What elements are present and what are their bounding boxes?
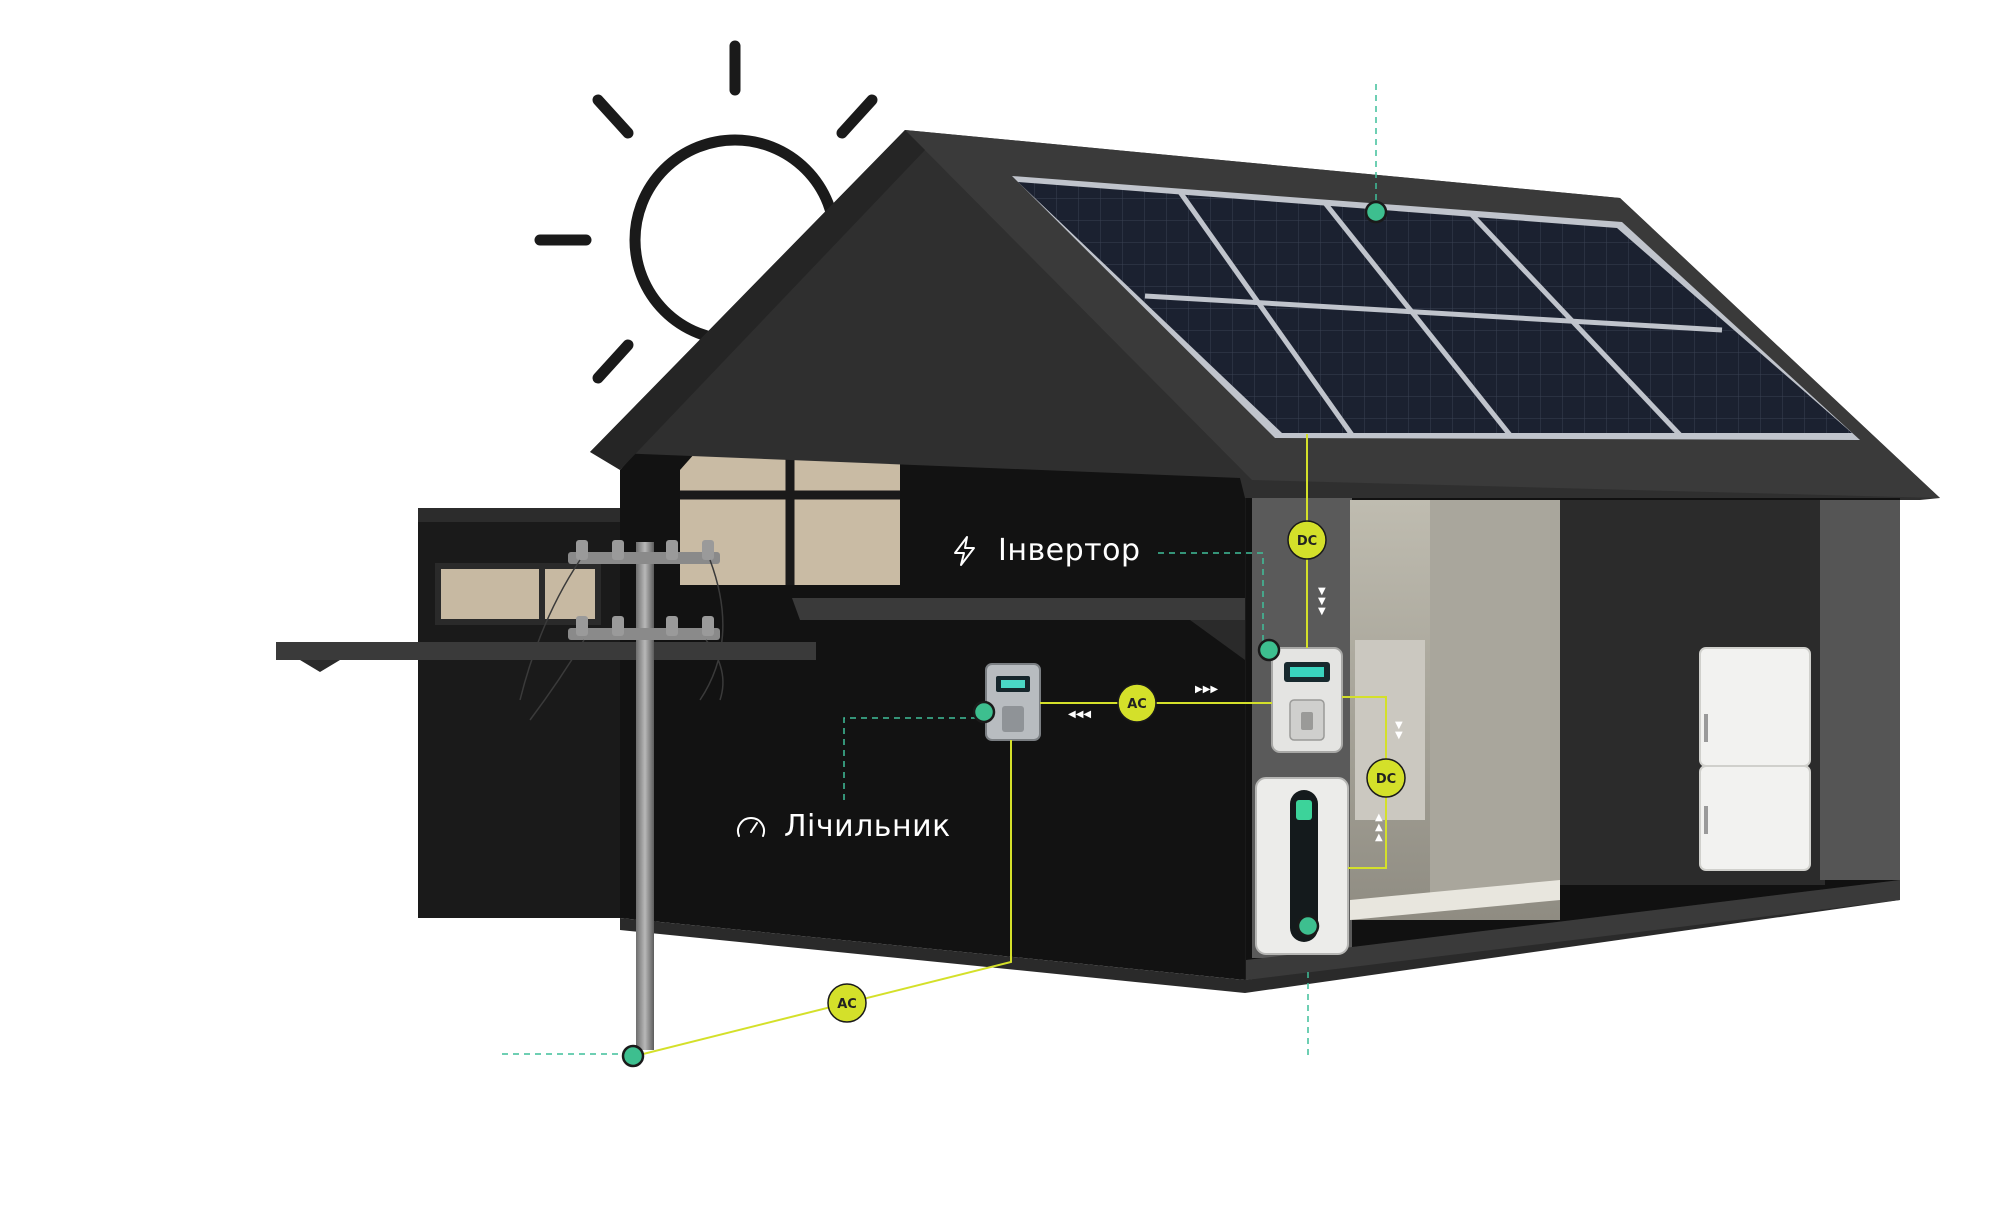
home-battery-device <box>1255 777 1349 955</box>
badge-ac-grid-meter: AC <box>827 983 867 1023</box>
house-interior <box>1246 498 1900 980</box>
svg-text:▼: ▼ <box>1318 596 1326 607</box>
meter-label: Лічильник <box>734 809 951 844</box>
inverter-label: Інвертор <box>948 533 1141 568</box>
badge-dc-panels: DC <box>1287 520 1327 560</box>
node-grid <box>621 1044 645 1068</box>
svg-text:▼: ▼ <box>1318 586 1326 597</box>
svg-text:DC: DC <box>1376 772 1396 787</box>
solar-panel-array <box>1012 176 1860 440</box>
utility-pole <box>519 540 724 1050</box>
svg-text:▶▶▶: ▶▶▶ <box>1195 684 1218 695</box>
gauge-icon <box>737 816 765 837</box>
lightning-icon <box>954 535 975 566</box>
svg-text:▼: ▼ <box>1318 606 1326 617</box>
meter-device <box>985 663 1041 741</box>
badge-dc-battery: DC <box>1366 758 1406 798</box>
svg-text:▲: ▲ <box>1375 812 1383 823</box>
badge-ac-meter-inverter: AC <box>1117 683 1157 723</box>
inverter-label-text: Інвертор <box>998 533 1141 568</box>
node-battery <box>1296 914 1320 938</box>
meter-label-text: Лічильник <box>784 809 951 844</box>
svg-text:AC: AC <box>837 997 857 1012</box>
svg-text:▲: ▲ <box>1375 822 1383 833</box>
inverter-device <box>1271 647 1343 753</box>
flow-arrows: ▼ ▼ ▼ ▶▶▶ ◀◀◀ ▼ ▼ ▲ ▲ ▲ <box>1068 586 1403 843</box>
node-inverter <box>1257 638 1281 662</box>
connection-nodes <box>621 200 1388 1068</box>
svg-text:▲: ▲ <box>1375 832 1383 843</box>
svg-text:AC: AC <box>1127 697 1147 712</box>
svg-text:▼: ▼ <box>1395 730 1403 741</box>
svg-text:DC: DC <box>1297 534 1317 549</box>
node-meter <box>972 700 996 724</box>
node-solar-panels <box>1364 200 1388 224</box>
annex-building <box>418 508 628 918</box>
svg-text:▼: ▼ <box>1395 720 1403 731</box>
svg-text:◀◀◀: ◀◀◀ <box>1068 709 1091 720</box>
leader-lines <box>502 84 1377 1058</box>
